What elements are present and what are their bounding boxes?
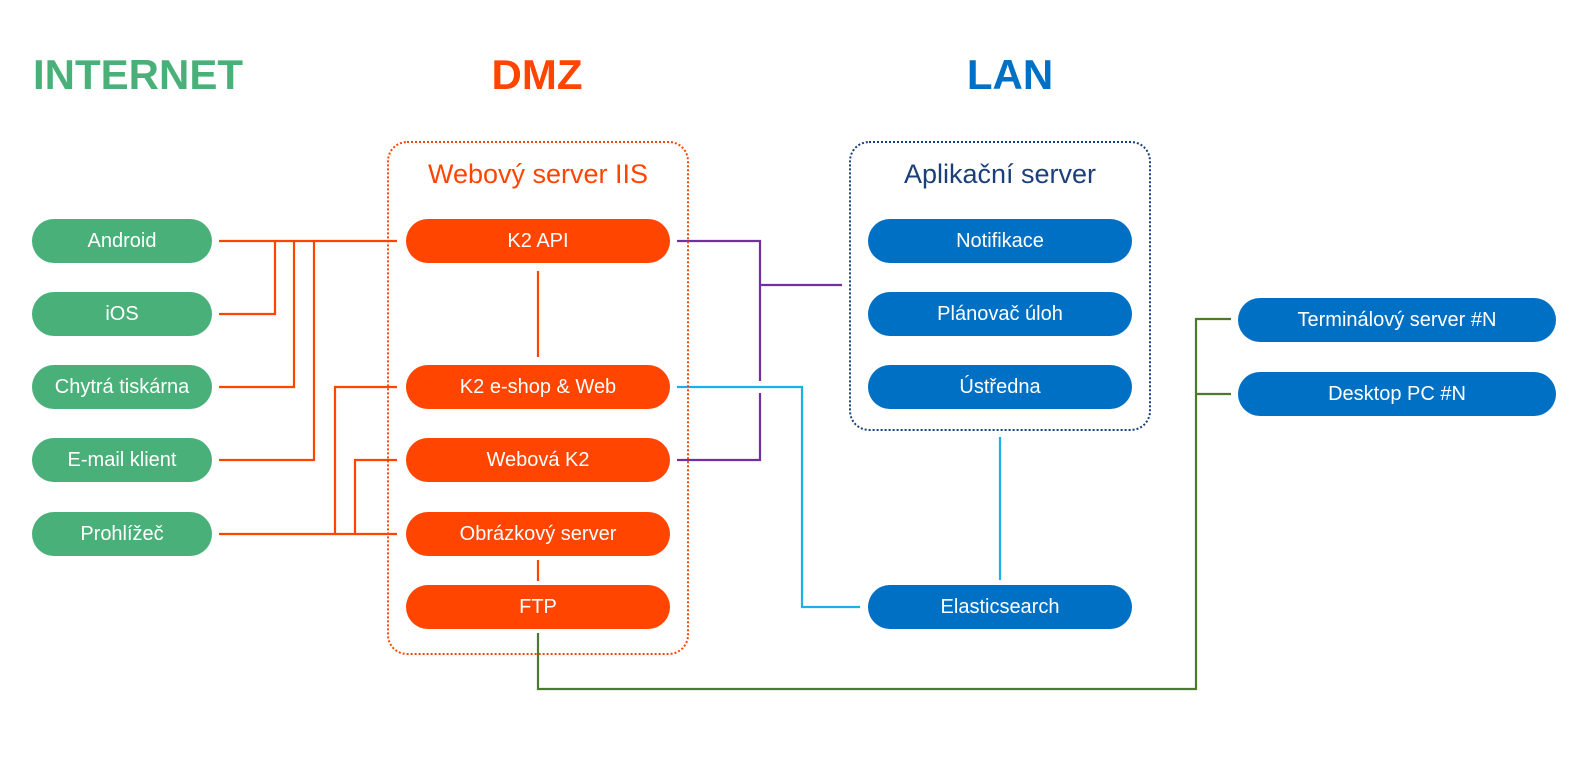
node-k2-eshop-web: K2 e-shop & Web [406,365,670,409]
elasticsearch-wires [677,385,1002,609]
node-ustredna: Ústředna [868,365,1132,409]
wire-printer-k2-api [219,241,296,389]
node-image-server: Obrázkový server [406,512,670,556]
internet-dmz-wires [219,239,540,581]
wire-browser-eshop [333,385,397,534]
zone-lan-title: LAN [966,51,1054,98]
wire-browser-webova [353,458,397,534]
node-elasticsearch: Elasticsearch [868,585,1132,629]
app-server-group: Aplikační server [849,141,1151,431]
node-webova-k2: Webová K2 [406,438,670,482]
node-ftp: FTP [406,585,670,629]
node-email-client: E-mail klient [32,438,212,482]
web-server-group: Webový server IIS [387,141,689,655]
app-server-title: Aplikační server [903,159,1097,189]
wire-webova-appserver [677,393,762,462]
node-terminal-server: Terminálový server #N [1238,298,1556,342]
node-planovac-uloh: Plánovač úloh [868,292,1132,336]
wire-email-k2-api [219,241,316,462]
ftp-lan-wires [536,317,1231,691]
wire-eshop-elasticsearch [677,385,860,609]
wire-ftp-lan [536,317,1231,691]
dmz-appserver-wires [677,239,842,462]
node-smart-printer: Chytrá tiskárna [32,365,212,409]
wire-ios-k2-api [219,241,277,316]
node-desktop-pc: Desktop PC #N [1238,372,1556,416]
zone-dmz-title: DMZ [491,51,583,98]
node-k2-api: K2 API [406,219,670,263]
wire-k2-api-appserver [677,239,762,381]
node-ios: iOS [32,292,212,336]
web-server-title: Webový server IIS [427,159,649,189]
node-notifikace: Notifikace [868,219,1132,263]
node-android: Android [32,219,212,263]
node-browser: Prohlížeč [32,512,212,556]
zone-internet-title: INTERNET [33,51,243,98]
